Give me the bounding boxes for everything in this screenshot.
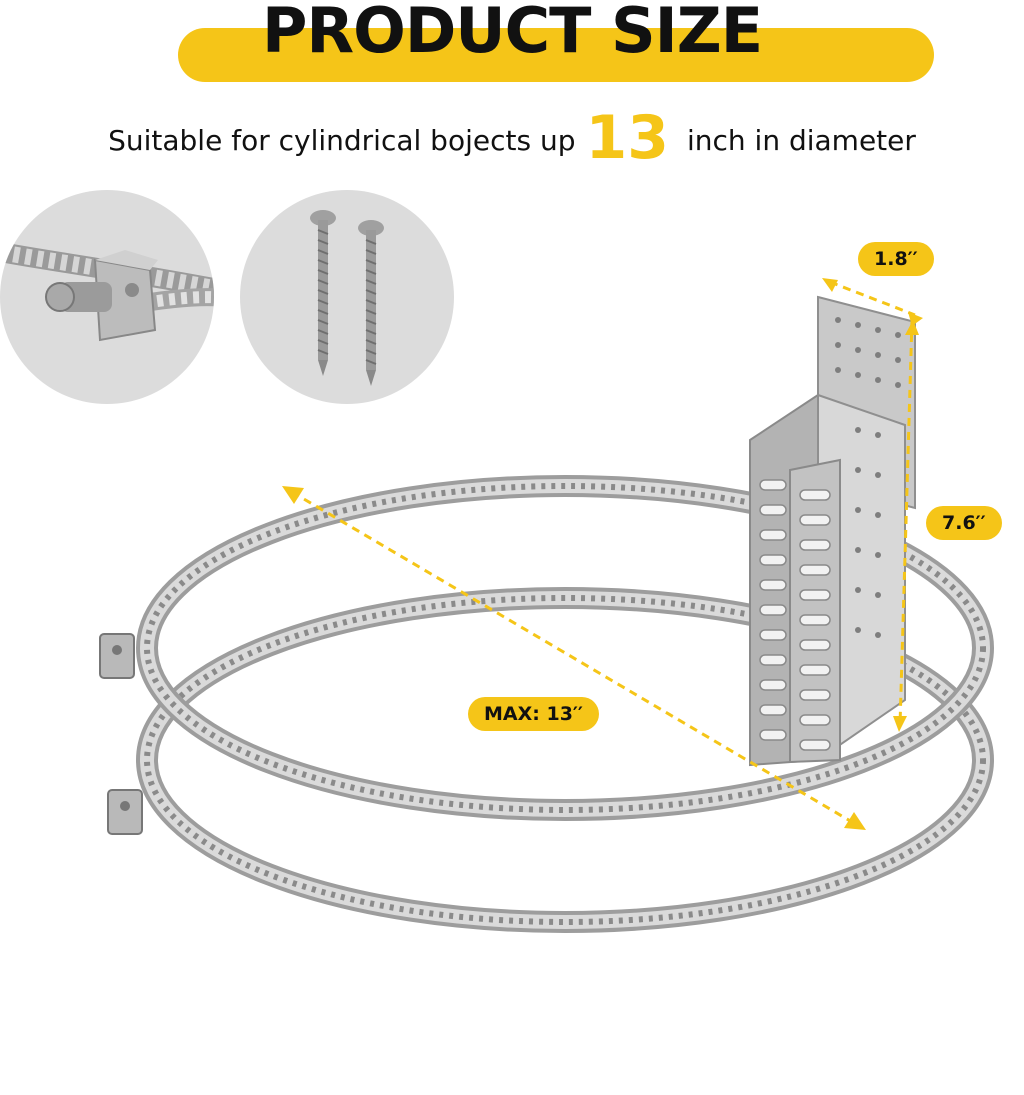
arrowhead: [893, 716, 907, 732]
clamp-detail-icon: [0, 241, 214, 342]
height-dimension-line: [898, 319, 914, 726]
screws-circle: [240, 190, 454, 404]
arrowhead: [282, 486, 304, 504]
arrowhead: [905, 320, 919, 335]
subtitle: Suitable for cylindrical bojects up 13 inc…: [0, 106, 1024, 173]
title-banner: [178, 28, 934, 82]
hose-clamp-icon: [136, 587, 994, 933]
clamp-detail-circle: [0, 190, 214, 404]
arrowhead: [844, 812, 866, 830]
max-diameter-label: MAX: 13′′: [468, 697, 599, 731]
subtitle-after: inch in diameter: [686, 124, 916, 157]
width-dimension-line: [829, 280, 916, 317]
mounting-bracket-icon: [749, 295, 916, 767]
arrowhead: [822, 278, 838, 292]
subtitle-before: Suitable for cylindrical bojects up: [108, 124, 576, 157]
height-label: 7.6′′: [926, 506, 1002, 540]
width-label: 1.8′′: [858, 242, 934, 276]
screws-icon: [310, 210, 384, 386]
page-title: PRODUCT SIZE: [261, 0, 763, 67]
clamp-screw-housing: [99, 633, 143, 835]
subtitle-number: 13: [585, 103, 669, 173]
hose-clamp-icon: [136, 475, 994, 821]
max-dimension-line: [291, 490, 853, 824]
